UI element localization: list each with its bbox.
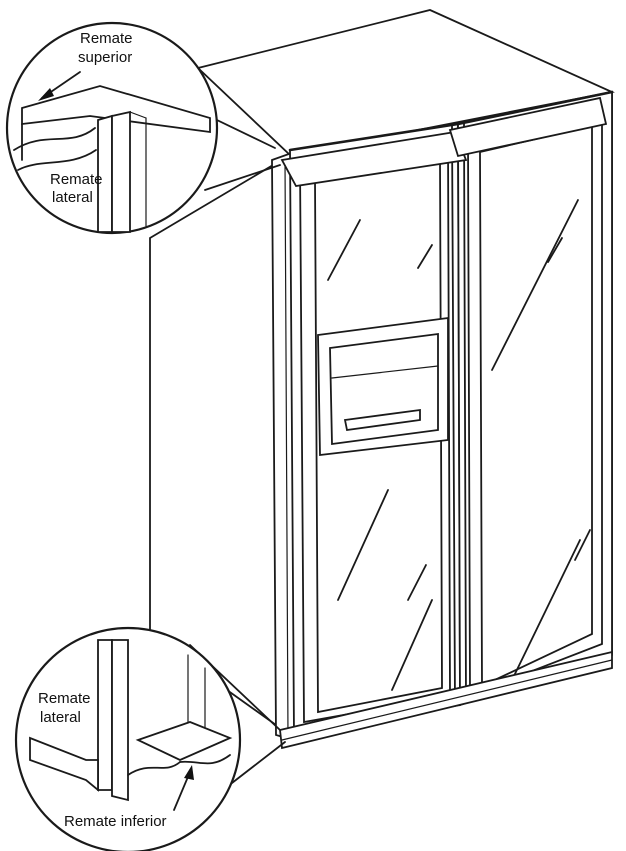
door-trim <box>280 90 614 706</box>
toe-grille <box>279 650 613 750</box>
label-remate-inferior: Remate inferior <box>64 813 167 830</box>
label-remate-superior-line1: Remate <box>80 30 133 47</box>
remate-lateral-bottom-label: Remate lateral <box>38 690 91 726</box>
fresh-food-door <box>457 90 613 707</box>
label-remate-lateral-top-line1: Remate <box>50 171 103 188</box>
arrow-superior <box>38 71 81 101</box>
remate-inferior-label: Remate inferior <box>64 813 167 830</box>
label-remate-lateral-top-line2: lateral <box>52 189 93 206</box>
remate-lateral-top-label: Remate lateral <box>50 171 103 206</box>
remate-superior-label: Remate superior <box>78 30 133 66</box>
arrow-inferior <box>173 765 194 811</box>
label-remate-lateral-bottom-line2: lateral <box>40 709 81 726</box>
top-trim-callout: Remate superior Remate lateral <box>5 21 281 235</box>
bottom-trim-callout: Remate lateral Remate inferior <box>14 626 286 851</box>
water-ice-dispenser <box>317 316 449 457</box>
label-remate-lateral-bottom-line1: Remate <box>38 690 91 707</box>
label-remate-superior-line2: superior <box>78 49 132 66</box>
freezer-door <box>289 122 461 737</box>
